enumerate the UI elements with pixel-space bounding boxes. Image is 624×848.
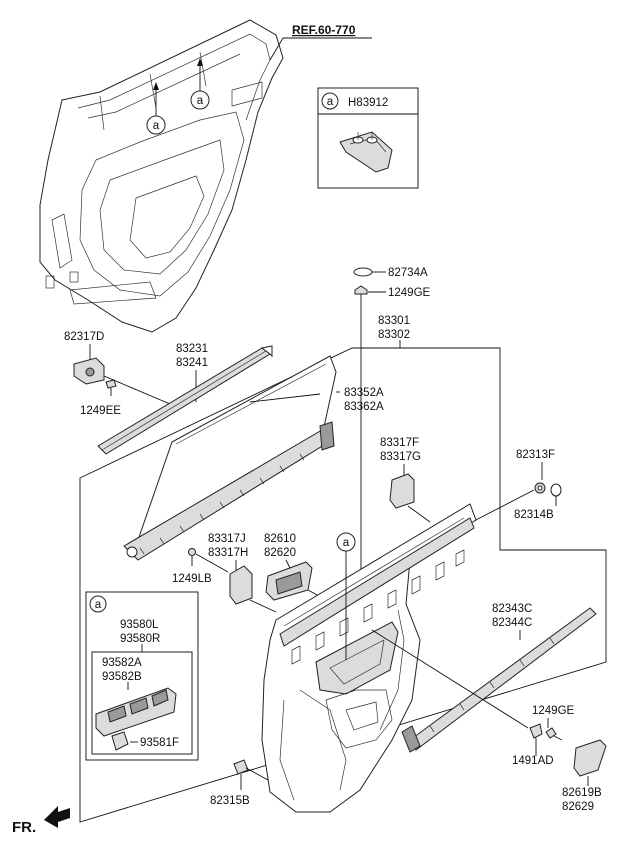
label-1491ad: 1491AD (512, 755, 554, 767)
weatherstrip-83231 (97, 345, 273, 455)
rear-door-frame (39, 19, 284, 333)
label-83241: 83241 (176, 357, 208, 369)
cap-82314b (550, 483, 562, 497)
callout-part-number: H83912 (348, 97, 388, 109)
assembly-outline (79, 347, 607, 823)
label-93580l: 93580L (120, 619, 159, 631)
label-83317g: 83317G (380, 451, 421, 463)
label-83302: 83302 (378, 329, 410, 341)
label-1249ee: 1249EE (80, 405, 121, 417)
label-93580r: 93580R (120, 633, 160, 645)
callout-box-h83912: a H83912 (317, 87, 419, 189)
door-trim-panel-83301 (261, 503, 477, 813)
bolt-82313f (534, 482, 546, 494)
panel-marker-a-label: a (343, 537, 350, 549)
screw-1249lb (188, 548, 196, 566)
label-82315b: 82315B (210, 795, 250, 807)
label-83352a: 83352A (344, 387, 384, 399)
door-marker-a-2 (190, 90, 210, 110)
screw-1249ee (105, 379, 117, 396)
switch-box: a 93580L 93580R 93582A 93582B 93581F (85, 591, 199, 761)
sunshade-83352a (123, 355, 337, 561)
front-arrow-icon (44, 806, 70, 828)
front-indicator: FR. (12, 819, 36, 836)
label-82313f: 82313F (516, 449, 555, 461)
label-82317d: 82317D (64, 331, 104, 343)
label-93581f: 93581F (140, 737, 179, 749)
trim-piece-83317j (229, 565, 253, 605)
cover-82619b (573, 739, 607, 777)
door-marker-a-2-label: a (197, 95, 204, 107)
cap-82734a (353, 267, 373, 277)
ref-label: REF.60-770 (292, 23, 356, 37)
label-93582b: 93582B (102, 671, 142, 683)
callout-marker: a (327, 96, 334, 108)
label-1249ge-bot: 1249GE (532, 705, 575, 717)
label-82314b: 82314B (514, 509, 554, 521)
screw-1249ge-bot (545, 727, 563, 741)
label-83301: 83301 (378, 315, 410, 327)
label-93582a: 93582A (102, 657, 142, 669)
label-82343c: 82343C (492, 603, 532, 615)
label-82619b: 82619B (562, 787, 602, 799)
label-83317j: 83317J (208, 533, 246, 545)
bracket-82317d (73, 357, 105, 385)
label-82629: 82629 (562, 801, 594, 813)
door-marker-a-1 (146, 115, 166, 135)
door-marker-a-1-label: a (153, 120, 160, 132)
label-83362a: 83362A (344, 401, 384, 413)
label-83231: 83231 (176, 343, 208, 355)
clip-82315b (233, 759, 249, 790)
label-82620: 82620 (264, 547, 296, 559)
label-83317h: 83317H (208, 547, 248, 559)
label-83317f: 83317F (380, 437, 419, 449)
trim-piece-83317f (389, 473, 415, 509)
handle-82610 (265, 561, 313, 601)
clip-1491ad (529, 723, 543, 744)
label-82610: 82610 (264, 533, 296, 545)
garnish-82343c (401, 607, 597, 753)
switch-box-marker: a (95, 599, 102, 611)
screw-1249ge-top (354, 285, 368, 306)
label-1249lb: 1249LB (172, 573, 212, 585)
label-1249ge-top: 1249GE (388, 287, 431, 299)
label-82344c: 82344C (492, 617, 532, 629)
label-82734a: 82734A (388, 267, 428, 279)
